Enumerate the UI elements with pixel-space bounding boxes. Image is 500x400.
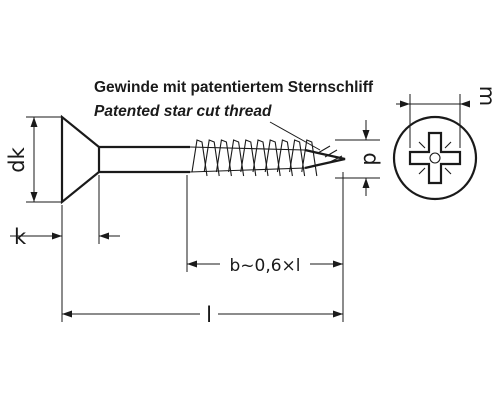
label-k: k: [14, 225, 27, 249]
thread-crest: [215, 139, 232, 177]
thread-crest: [301, 139, 318, 177]
label-dk: dk: [5, 146, 29, 172]
dimension-m: m: [396, 86, 499, 148]
thread-crest: [276, 139, 293, 177]
label-m: m: [475, 86, 499, 106]
tip-cut-marks: [317, 145, 343, 163]
thread-crest: [203, 139, 220, 177]
thread-crests: [191, 139, 318, 177]
annotation-leader: [269, 121, 321, 151]
thread-crest: [252, 139, 269, 177]
label-b: b~0,6×l: [229, 256, 300, 276]
dimension-b: b~0,6×l: [186, 175, 343, 276]
thread-crest: [228, 139, 245, 177]
screw-side-view: [60, 114, 346, 205]
thread-crest: [289, 139, 306, 177]
screw-head-top-view: [392, 115, 478, 201]
label-l: l: [206, 303, 212, 327]
screw-shank: [99, 145, 190, 174]
dimension-dk: dk: [5, 116, 62, 203]
thread-core: [189, 146, 306, 173]
thread-crest: [264, 139, 281, 177]
label-d: d: [359, 152, 383, 165]
annotation-english: Patented star cut thread: [94, 103, 272, 120]
thread-crest: [240, 139, 257, 177]
screw-head: [60, 114, 101, 205]
annotation-german: Gewinde mit patentiertem Sternschliff: [94, 79, 374, 96]
screw-tip: [304, 148, 346, 170]
head-outline: [392, 115, 478, 201]
dimension-d: d: [335, 120, 383, 196]
dimension-l: l: [61, 172, 344, 327]
dimension-k: k: [10, 175, 120, 249]
thread-crest: [191, 139, 208, 177]
pozidriv-recess-icon: [408, 131, 462, 185]
